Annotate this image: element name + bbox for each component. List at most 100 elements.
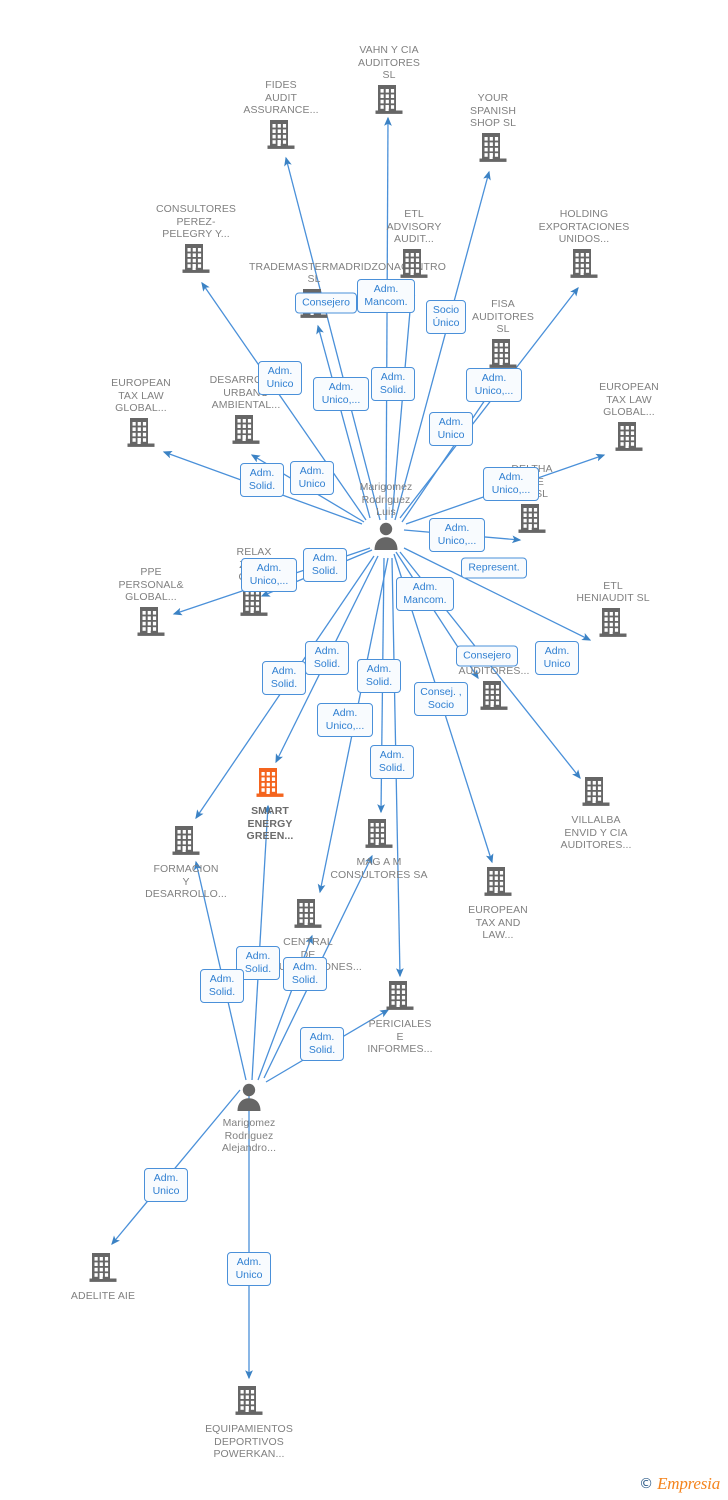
- node-label: EQUIPAMIENTOS DEPORTIVOS POWERKAN...: [205, 1423, 293, 1461]
- building-icon: [121, 824, 251, 862]
- focus-company-node[interactable]: SMART ENERGY GREEN...: [205, 766, 335, 843]
- company-node[interactable]: EUROPEAN TAX LAW GLOBAL...: [564, 381, 694, 458]
- edge-role-label[interactable]: Adm. Unico: [258, 361, 302, 395]
- person-icon: [184, 1081, 314, 1116]
- node-label: HOLDING EXPORTACIONES UNIDOS...: [538, 208, 630, 246]
- edge-role-label[interactable]: Represent.: [461, 557, 527, 579]
- edge-role-label[interactable]: Adm. Solid.: [370, 745, 414, 779]
- edge-role-label[interactable]: Adm. Solid.: [300, 1027, 344, 1061]
- company-node[interactable]: ETL HENIAUDIT SL: [548, 580, 678, 644]
- node-label: ETL ADVISORY AUDIT...: [386, 208, 442, 246]
- node-label: ETL HENIAUDIT SL: [576, 579, 650, 605]
- edge-role-label[interactable]: Adm. Mancom.: [396, 577, 454, 611]
- node-label: VAHN Y CIA AUDITORES SL: [358, 44, 420, 82]
- company-node[interactable]: FISA AUDITORES SL: [438, 298, 568, 375]
- company-node[interactable]: ETL AUDITORES...: [429, 653, 559, 717]
- company-node[interactable]: EUROPEAN TAX LAW GLOBAL...: [76, 377, 206, 454]
- node-label: EUROPEAN TAX LAW GLOBAL...: [111, 377, 171, 415]
- building-icon: [76, 416, 206, 454]
- edge-role-label[interactable]: Adm. Unico: [144, 1168, 188, 1202]
- node-label: ADELITE AIE: [70, 1290, 136, 1302]
- company-node[interactable]: MAG A M CONSULTORES SA: [314, 817, 444, 881]
- node-label: PPE PERSONAL& GLOBAL...: [118, 566, 184, 604]
- building-icon: [519, 247, 649, 285]
- edge-role-label[interactable]: Adm. Unico: [290, 461, 334, 495]
- edge-role-label[interactable]: Adm. Unico,...: [313, 377, 369, 411]
- edge-role-label[interactable]: Consejero: [295, 292, 357, 314]
- edge-line: [384, 116, 392, 521]
- building-icon: [335, 979, 465, 1017]
- edge-role-label[interactable]: Adm. Unico,...: [317, 703, 373, 737]
- edge-role-label[interactable]: Adm. Solid.: [283, 957, 327, 991]
- edge-role-label[interactable]: Adm. Solid.: [262, 661, 306, 695]
- empresia-watermark: © Empresia: [639, 1474, 720, 1494]
- building-icon: [131, 242, 261, 280]
- edge-role-label[interactable]: Adm. Mancom.: [357, 279, 415, 313]
- company-node[interactable]: FIDES AUDIT ASSURANCE...: [216, 79, 346, 156]
- company-node[interactable]: EUROPEAN TAX AND LAW...: [433, 865, 563, 942]
- edge-role-label[interactable]: Adm. Unico,...: [241, 558, 297, 592]
- company-node[interactable]: ETL ADVISORY AUDIT...: [349, 208, 479, 285]
- edge-role-label[interactable]: Adm. Solid.: [371, 367, 415, 401]
- node-label: Marigomez Rodriguez Alejandro...: [221, 1117, 277, 1155]
- edge-role-label[interactable]: Adm. Solid.: [240, 463, 284, 497]
- building-icon: [38, 1251, 168, 1289]
- node-label: YOUR SPANISH SHOP SL: [469, 92, 517, 130]
- edge-role-label[interactable]: Adm. Unico,...: [429, 518, 485, 552]
- building-icon: [564, 420, 694, 458]
- building-icon: [324, 83, 454, 121]
- person-node[interactable]: Marigomez Rodriguez Luis: [321, 481, 451, 555]
- company-node[interactable]: DESARROLLO URBANO AMBIENTAL...: [181, 374, 311, 451]
- building-icon: [314, 817, 444, 855]
- company-node[interactable]: ADELITE AIE: [38, 1251, 168, 1303]
- person-icon: [321, 520, 451, 555]
- company-node[interactable]: PPE PERSONAL& GLOBAL...: [86, 566, 216, 643]
- edge-role-label[interactable]: Adm. Solid.: [303, 548, 347, 582]
- building-icon: [184, 1384, 314, 1422]
- building-icon: [216, 118, 346, 156]
- node-label: Marigomez Rodriguez Luis: [359, 481, 413, 519]
- node-label: PERICIALES E INFORMES...: [367, 1018, 433, 1056]
- edge-role-label[interactable]: Adm. Solid.: [200, 969, 244, 1003]
- company-node[interactable]: HOLDING EXPORTACIONES UNIDOS...: [519, 208, 649, 285]
- edge-role-label[interactable]: Adm. Solid.: [305, 641, 349, 675]
- company-node[interactable]: VILLALBA ENVID Y CIA AUDITORES...: [531, 775, 661, 852]
- edge-role-label[interactable]: Consej. , Socio: [414, 682, 468, 716]
- node-label: FORMACION Y DESARROLLO...: [145, 863, 227, 901]
- edge-role-label[interactable]: Adm. Unico,...: [466, 368, 522, 402]
- building-icon: [438, 337, 568, 375]
- node-label: FISA AUDITORES SL: [472, 298, 534, 336]
- edge-role-label[interactable]: Adm. Unico: [535, 641, 579, 675]
- building-icon: [181, 413, 311, 451]
- building-icon: [243, 897, 373, 935]
- building-icon: [189, 585, 319, 623]
- edge-role-label[interactable]: Socio Único: [426, 300, 466, 334]
- copyright-icon: ©: [639, 1476, 654, 1492]
- edge-role-label[interactable]: Adm. Solid.: [357, 659, 401, 693]
- edge-role-label[interactable]: Adm. Unico: [227, 1252, 271, 1286]
- node-label: EUROPEAN TAX AND LAW...: [468, 904, 528, 942]
- building-icon: [205, 766, 335, 804]
- building-icon: [548, 606, 678, 644]
- company-node[interactable]: PERICIALES E INFORMES...: [335, 979, 465, 1056]
- building-icon: [86, 605, 216, 643]
- building-icon: [349, 247, 479, 285]
- company-node[interactable]: CONSULTORES PEREZ- PELEGRY Y...: [131, 203, 261, 280]
- company-node[interactable]: YOUR SPANISH SHOP SL: [428, 92, 558, 169]
- building-icon: [429, 679, 559, 717]
- node-label: EUROPEAN TAX LAW GLOBAL...: [599, 381, 659, 419]
- edge-role-label[interactable]: Consejero: [456, 645, 518, 667]
- edge-role-label[interactable]: Adm. Unico: [429, 412, 473, 446]
- company-node[interactable]: FORMACION Y DESARROLLO...: [121, 824, 251, 901]
- node-label: CONSULTORES PEREZ- PELEGRY Y...: [155, 203, 237, 241]
- building-icon: [531, 775, 661, 813]
- company-node[interactable]: VAHN Y CIA AUDITORES SL: [324, 44, 454, 121]
- edge-role-label[interactable]: Adm. Unico,...: [483, 467, 539, 501]
- node-label: VILLALBA ENVID Y CIA AUDITORES...: [560, 814, 632, 852]
- node-label: SMART ENERGY GREEN...: [246, 805, 294, 843]
- building-icon: [433, 865, 563, 903]
- company-node[interactable]: EQUIPAMIENTOS DEPORTIVOS POWERKAN...: [184, 1384, 314, 1461]
- person-node[interactable]: Marigomez Rodriguez Alejandro...: [184, 1081, 314, 1155]
- building-icon: [428, 131, 558, 169]
